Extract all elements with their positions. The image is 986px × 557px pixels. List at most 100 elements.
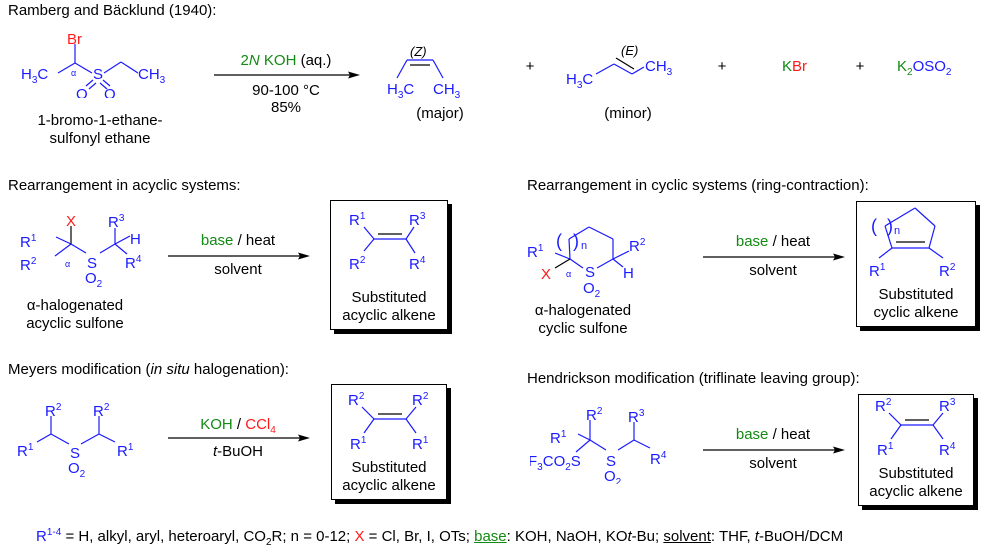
x-values: = Cl, Br, I, OTs;: [364, 528, 475, 545]
acyclic-product-label: Substituted acyclic alkene: [331, 289, 447, 325]
reagent-koh: KOH: [259, 52, 297, 69]
label-line1: Substituted: [351, 289, 427, 306]
solvent-end: -BuOH/DCM: [758, 528, 844, 545]
meyers-product-label: Substituted acyclic alkene: [332, 459, 446, 495]
atom-ch3: CH3: [645, 58, 673, 78]
product-box-hendrickson: R2 R3 R1 R4 Substituted acyclic alkene: [858, 394, 974, 506]
label-line2: acyclic alkene: [869, 483, 963, 500]
atom-r2: R2: [93, 402, 110, 420]
base-end: -Bu;: [631, 528, 664, 545]
ring-bracket-close: ): [573, 231, 579, 251]
base-label: base: [474, 528, 507, 545]
atom-r3: R3: [108, 213, 125, 231]
product-box-meyers: R2 R2 R1 R1 Substituted acyclic alkene: [331, 384, 447, 500]
temperature: 90-100 °C: [252, 82, 320, 99]
atom-r4: R4: [125, 254, 142, 272]
atom-r1: R1: [117, 442, 134, 460]
atom-r4: R4: [409, 255, 426, 273]
n-label: n: [894, 225, 900, 237]
atom-r2: R2: [586, 406, 603, 424]
atom-ch3: CH3: [138, 66, 166, 86]
byproduct-kbr: KBr: [782, 58, 807, 75]
ring-bracket-open: (: [556, 231, 562, 251]
cyclic-reactant-label: α-halogenated cyclic sulfone: [518, 302, 648, 338]
base-values: : KOH, NaOH, KO: [506, 528, 628, 545]
k2oso2-o-sub: 2: [945, 67, 952, 78]
meyers-sulfone-structure: R1 R2 S O2 R2 R1: [17, 402, 134, 478]
reactant-name-line1: 1-bromo-1-ethane-: [37, 112, 163, 129]
atom-r3: R3: [628, 408, 645, 426]
stereo-z: (Z): [410, 44, 427, 59]
hendrickson-product-label: Substituted acyclic alkene: [859, 465, 973, 501]
solvent-values: : THF,: [710, 528, 755, 545]
reaction-arrow-hendrickson: [703, 446, 845, 454]
atom-r1: R1: [550, 429, 567, 447]
atom-x: X: [541, 266, 551, 283]
atom-h3c: H3C: [21, 66, 48, 86]
conditions-meyers-bottom: t-BuOH: [168, 443, 308, 460]
conditions-hendrickson-top: base / heat: [703, 426, 843, 443]
atom-s: S: [87, 255, 97, 272]
yield: 85%: [270, 99, 302, 116]
ccl4-label: CCl: [245, 416, 271, 433]
heading-part: halogenation):: [189, 361, 289, 378]
label-line1: α-halogenated: [26, 297, 124, 314]
atom-s: S: [585, 264, 595, 281]
label-line1: Substituted: [351, 459, 427, 476]
conditions-original-below: 90-100 °C 85%: [214, 82, 358, 116]
atom-r2: R2: [629, 237, 646, 255]
heading-hendrickson: Hendrickson modification (triflinate lea…: [527, 370, 860, 387]
heat-label: / heat: [233, 232, 276, 249]
atom-x: X: [66, 213, 76, 230]
atom-r3: R3: [939, 397, 956, 415]
r-values: = H, alkyl, aryl, heteroaryl, CO: [61, 528, 266, 545]
atom-r2: R2: [875, 397, 892, 415]
atom-r2: R2: [939, 262, 956, 280]
atom-r1: R1: [17, 442, 34, 460]
reactant-bromosulfone-structure: Br H3C α S O O CH3: [21, 31, 166, 98]
atom-r1: R1: [869, 262, 886, 280]
kbr-br: Br: [792, 58, 808, 75]
buoh-label: -BuOH: [217, 443, 263, 460]
atom-o2: O2: [68, 460, 86, 478]
atom-h3c: H3C: [387, 81, 414, 98]
heading-original: Ramberg and Bäcklund (1940):: [8, 2, 217, 19]
atom-o2: O2: [85, 270, 103, 290]
atom-s: S: [606, 453, 616, 470]
hendrickson-alkene-structure: R2 R3 R1 R4: [875, 397, 956, 459]
atom-h3c: H3C: [566, 71, 593, 90]
t-prefix: t: [212, 443, 218, 460]
reactant-name-line2: sulfonyl ethane: [49, 130, 151, 147]
conditions-hendrickson-bottom: solvent: [749, 455, 797, 472]
stereo-e: (E): [621, 43, 638, 58]
atom-f3co2s: F3CO2S: [530, 453, 581, 473]
ring-bracket-open: (: [871, 216, 877, 236]
footnote-definitions: R1-4 = H, alkyl, aryl, heteroaryl, CO2R;…: [36, 527, 843, 548]
r-superscript: 1-4: [46, 527, 62, 538]
plus-sign: +: [525, 58, 535, 75]
base-label: base: [200, 232, 234, 249]
reaction-arrow-cyclic: [703, 253, 845, 261]
product-e-butene-structure: (E) H3C CH3: [566, 43, 673, 90]
cyclic-alkene-structure: ( ) n R1 R2: [869, 207, 956, 280]
acyclic-sulfone-structure: X R1 R2 α S O2 R3 H R4: [20, 213, 142, 290]
co2-subscript: 2: [265, 537, 272, 548]
atom-r1: R1: [20, 233, 37, 251]
plus-sign: +: [717, 58, 727, 75]
label-line2: acyclic alkene: [342, 307, 436, 324]
heading-part: Meyers modification (: [8, 361, 151, 378]
byproduct-k2oso2: K2OSO2: [897, 58, 951, 78]
conditions-meyers-top: KOH / CCl4: [168, 416, 308, 436]
acyclic-alkene-structure: R1 R3 R2 R4: [349, 211, 426, 273]
heading-meyers: Meyers modification (in situ halogenatio…: [8, 361, 289, 378]
atom-br: Br: [67, 31, 82, 48]
solvent-t: t: [754, 528, 759, 545]
atom-r2: R2: [20, 256, 37, 274]
alpha-label: α: [71, 68, 76, 78]
label-line2: cyclic alkene: [873, 304, 959, 321]
atom-r2: R2: [349, 255, 366, 273]
conditions-acyclic-bottom: solvent: [214, 261, 262, 278]
cyclic-product-label: Substituted cyclic alkene: [857, 286, 975, 322]
atom-r1: R1: [350, 435, 367, 453]
atom-r1: R1: [877, 441, 894, 459]
